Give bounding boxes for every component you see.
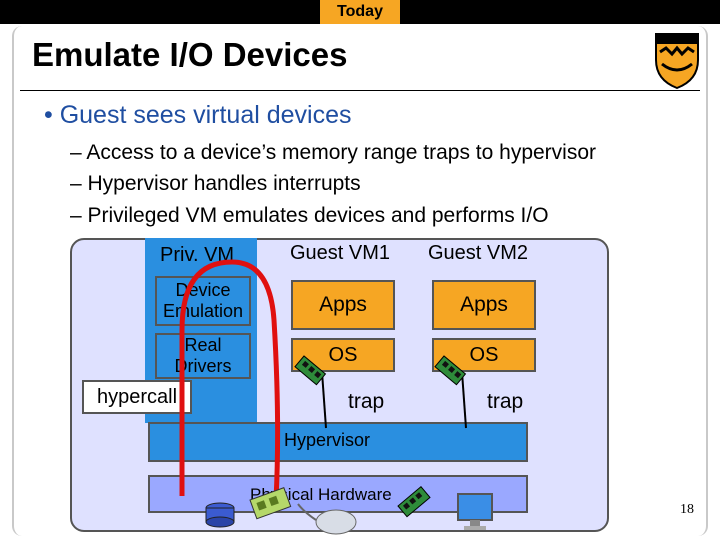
network-card-icon <box>397 486 431 518</box>
guest2-card-icon <box>434 355 467 386</box>
guest2-trap-label: trap <box>487 390 524 413</box>
circuit-board-icon <box>249 487 292 520</box>
section-label: Today <box>320 0 400 24</box>
sub-bullet-1: – Access to a device’s memory range trap… <box>70 141 597 164</box>
guest1-apps-box: Apps <box>291 280 395 330</box>
disk-icon <box>205 502 235 528</box>
hypercall-box: hypercall <box>82 380 192 414</box>
princeton-shield-icon <box>655 33 699 90</box>
hypervisor-label: Hypervisor <box>284 430 371 450</box>
sub-bullet-3: – Privileged VM emulates devices and per… <box>70 204 549 227</box>
slide-title: Emulate I/O Devices <box>32 36 348 73</box>
slide-frame <box>12 26 708 536</box>
hypervisor-box <box>148 422 528 462</box>
guest-vm1-label: Guest VM1 <box>290 242 391 264</box>
real-drivers-box: Real Drivers <box>155 333 251 379</box>
guest-vm2-label: Guest VM2 <box>428 242 529 264</box>
main-bullet: • Guest sees virtual devices <box>44 101 352 129</box>
mouse-icon <box>297 503 357 535</box>
guest2-apps-box: Apps <box>432 280 536 330</box>
guest1-trap-label: trap <box>348 390 385 413</box>
io-flow-arrow <box>179 259 281 501</box>
monitor-icon <box>457 493 493 530</box>
title-divider <box>20 90 700 91</box>
guest1-card-icon <box>294 355 327 386</box>
priv-vm-label: Priv. VM <box>160 244 235 266</box>
sub-bullet-2: – Hypervisor handles interrupts <box>70 172 361 195</box>
page-number: 18 <box>680 502 694 517</box>
guest1-trap-arrow <box>321 371 327 429</box>
guest2-trap-arrow <box>461 371 467 429</box>
